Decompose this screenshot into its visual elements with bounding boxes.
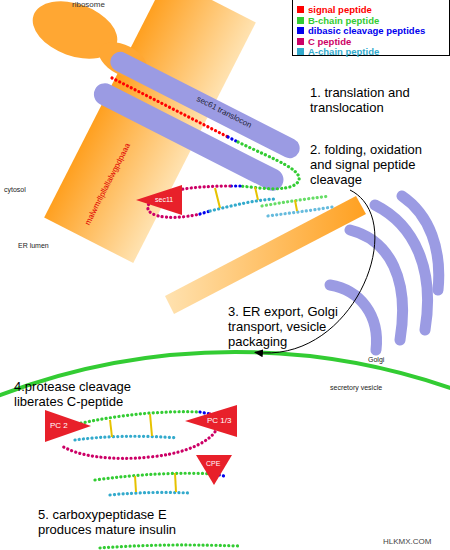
region-label: ER lumen bbox=[18, 242, 49, 250]
step-text: 2. folding, oxidation and signal peptide… bbox=[310, 143, 438, 188]
golgi-cisterna bbox=[375, 205, 428, 330]
translocon-bar bbox=[107, 48, 303, 161]
triangle bbox=[185, 405, 237, 437]
legend-row: B-chain peptide bbox=[297, 14, 379, 26]
a-chain bbox=[110, 492, 190, 495]
enzyme-triangle: sec11 bbox=[136, 185, 182, 215]
enzyme-triangle: CPE bbox=[196, 455, 232, 485]
step-text: 5. carboxypeptidase E produces mature in… bbox=[38, 508, 190, 538]
dibasic-chain bbox=[200, 412, 210, 414]
c-peptide-chain bbox=[148, 186, 230, 217]
triD-outline bbox=[196, 455, 232, 485]
legend-swatch bbox=[297, 48, 304, 55]
b-chain bbox=[262, 196, 330, 206]
a-chain bbox=[210, 199, 275, 211]
disulfide-bond bbox=[150, 414, 152, 436]
legend-swatch bbox=[297, 27, 304, 34]
step-text: 4.protease cleavage liberates C-peptide bbox=[14, 380, 146, 410]
a-chain bbox=[268, 207, 332, 216]
legend-row: A-chain peptide bbox=[297, 45, 379, 57]
node-label: secretory vesicle bbox=[330, 384, 382, 392]
legend-swatch bbox=[297, 38, 304, 45]
step-text: 3. ER export, Golgi transport, vesicle p… bbox=[228, 305, 346, 350]
node-label: CPE bbox=[206, 460, 220, 468]
b-chain bbox=[95, 473, 215, 480]
b-chain bbox=[100, 545, 240, 548]
legend-box: signal peptideB-chain peptidedibasic cle… bbox=[292, 0, 450, 56]
legend-row: dibasic cleavage peptides bbox=[297, 24, 425, 36]
node-label: PC 1/3 bbox=[207, 417, 231, 426]
node-label: ribosome bbox=[72, 1, 105, 10]
dibasic-chain bbox=[228, 137, 238, 142]
golgi-cisterna bbox=[402, 196, 439, 290]
watermark: HLKMX.COM bbox=[383, 537, 431, 546]
legend-text: C peptide bbox=[308, 36, 351, 47]
golgi-outline bbox=[320, 190, 445, 380]
node-label: Golgi bbox=[368, 356, 384, 364]
disulfide-bond bbox=[110, 420, 112, 437]
disulfide-bond bbox=[135, 476, 136, 492]
er-fragment bbox=[165, 196, 366, 314]
transport-arrow bbox=[255, 190, 375, 353]
legend-text: B-chain peptide bbox=[308, 15, 379, 26]
region-label: cytosol bbox=[4, 186, 26, 194]
legend-text: A-chain peptide bbox=[308, 46, 379, 57]
disulfide-bond bbox=[215, 188, 220, 208]
disulfide-bond bbox=[175, 473, 176, 492]
dibasic-chain bbox=[230, 184, 240, 187]
legend-text: dibasic cleavage peptides bbox=[308, 25, 425, 36]
disulfide-bond bbox=[255, 187, 258, 200]
legend-swatch bbox=[297, 17, 304, 24]
dibasic-chain bbox=[200, 211, 210, 214]
enzyme-triangle: PC 1/3 bbox=[185, 405, 237, 437]
step-text: 1. translation and translocation bbox=[310, 86, 410, 116]
golgi: Golgi bbox=[320, 190, 445, 380]
legend-swatch bbox=[297, 6, 304, 13]
a-chain bbox=[75, 436, 178, 440]
enzyme-triangle: PC 2 bbox=[45, 410, 91, 442]
node-label: sec11 bbox=[155, 196, 173, 204]
disulfide-bond bbox=[295, 200, 297, 211]
legend-row: signal peptide bbox=[297, 3, 372, 15]
node-label: PC 2 bbox=[50, 422, 68, 431]
legend-row: C peptide bbox=[297, 35, 351, 47]
triangle bbox=[196, 455, 232, 485]
triangle bbox=[45, 410, 91, 442]
triangle bbox=[136, 185, 182, 215]
legend-text: signal peptide bbox=[308, 4, 372, 15]
